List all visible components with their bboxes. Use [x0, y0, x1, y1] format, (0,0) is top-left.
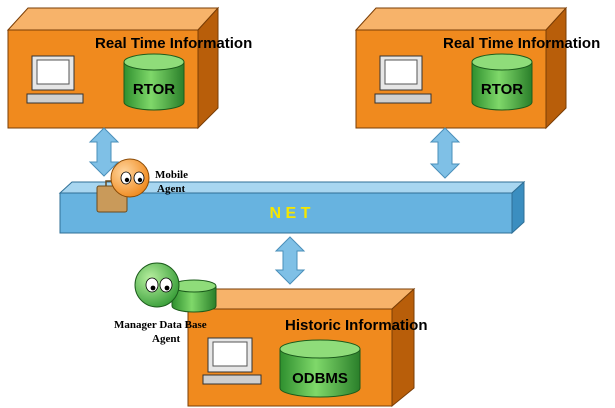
manager-agent: Manager Data Base Agent — [114, 262, 217, 345]
orange-agent-icon — [110, 158, 150, 198]
database-icon: RTOR — [471, 53, 533, 111]
node-title: Historic Information — [285, 317, 428, 334]
double-arrow-icon — [274, 236, 306, 285]
node-bottom: Historic Information ODBMS — [186, 287, 428, 408]
node-top-left: Real Time Information RTOR — [6, 6, 252, 130]
database-label: RTOR — [133, 81, 175, 98]
agent-label: Agent — [157, 183, 185, 195]
network-label: N E T — [270, 205, 311, 222]
green-agent-icon — [134, 262, 180, 308]
agent-label: Manager Data Base — [114, 319, 207, 331]
mobile-agent: Mobile Agent — [96, 158, 188, 213]
network-bar: N E T — [58, 180, 526, 235]
database-label: ODBMS — [292, 370, 348, 387]
database-label: RTOR — [481, 81, 523, 98]
agent-label: Mobile — [155, 169, 188, 181]
green-database-icon — [171, 279, 217, 313]
node-title: Real Time Information — [443, 35, 600, 52]
node-title: Real Time Information — [95, 35, 252, 52]
computer-icon — [202, 337, 262, 385]
database-icon: ODBMS — [279, 339, 361, 398]
computer-icon — [374, 55, 432, 104]
double-arrow-icon — [88, 127, 120, 177]
node-top-right: Real Time Information RTOR — [354, 6, 600, 130]
double-arrow-icon — [429, 127, 461, 179]
agent-label: Agent — [152, 333, 180, 345]
computer-icon — [26, 55, 84, 104]
database-icon: RTOR — [123, 53, 185, 111]
